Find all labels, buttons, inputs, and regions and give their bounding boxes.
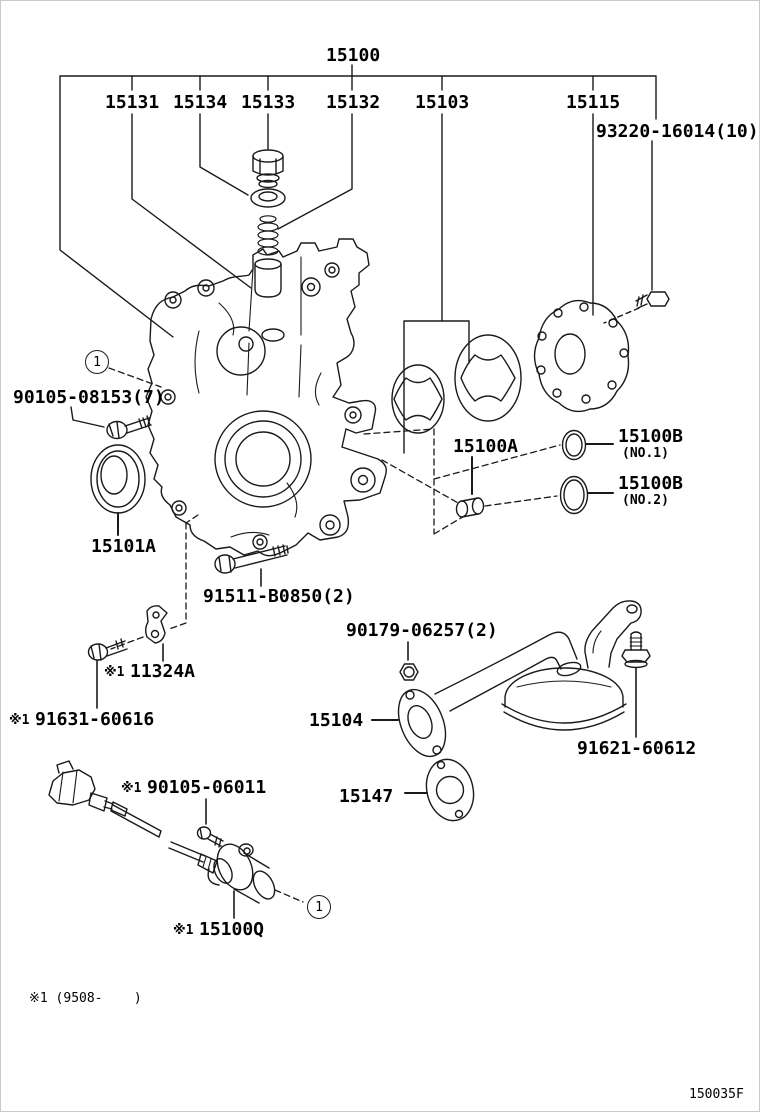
label-bracket-bolt-prefix: ※1	[9, 713, 30, 728]
label-sensor-bolt: 90105-06011	[147, 777, 267, 798]
label-bracket: 11324A	[130, 661, 196, 682]
callout-1-bottom: 1	[307, 895, 331, 919]
label-oring-no1-variant: (NO.1)	[622, 446, 669, 461]
label-strainer-bolt: 91621-60612	[577, 738, 697, 759]
label-bracket-bolt: 91631-60616	[35, 709, 155, 730]
relief-valve-piston	[254, 258, 282, 298]
label-strainer: 15104	[309, 710, 364, 731]
label-pump-plug: 15100A	[453, 436, 519, 457]
label-oring-no2-variant: (NO.2)	[622, 493, 669, 508]
bracket-icon	[145, 605, 168, 662]
label-strainer-nut: 90179-06257(2)	[346, 620, 498, 641]
pump-plate	[533, 299, 630, 413]
sensor-icon	[48, 760, 276, 919]
oil-pump-body	[145, 238, 387, 557]
label-assembly: 15100	[326, 45, 381, 66]
oring-no2-icon	[559, 475, 614, 515]
oring-no1-icon	[561, 429, 614, 461]
label-cover-bolt: 90105-08153(7)	[13, 387, 165, 408]
label-sensor-bolt-prefix: ※1	[121, 781, 142, 796]
label-15132: 15132	[326, 92, 381, 113]
label-sensor: 15100Q	[199, 919, 265, 940]
callout-1-top: 1	[85, 350, 109, 374]
pump-rotor-set	[454, 334, 522, 422]
label-oring-no2: 15100B	[618, 473, 684, 494]
strainer-nut-icon	[399, 641, 419, 681]
relief-valve-spring	[257, 215, 279, 256]
assembly-dashed-lines	[108, 367, 561, 903]
label-15103: 15103	[415, 92, 470, 113]
oil-seal-icon	[90, 444, 146, 536]
long-bolt-icon	[214, 544, 289, 587]
label-long-bolt: 91511-B0850(2)	[203, 586, 355, 607]
gasket-icon	[404, 758, 475, 822]
label-15115: 15115	[566, 92, 621, 113]
label-15134: 15134	[173, 92, 228, 113]
label-bracket-prefix: ※1	[104, 665, 125, 680]
label-gasket: 15147	[339, 786, 394, 807]
label-15133: 15133	[241, 92, 296, 113]
label-oring-no1: 15100B	[618, 426, 684, 447]
footnote: ※1 (9508- )	[29, 991, 142, 1006]
label-15131: 15131	[105, 92, 160, 113]
relief-valve-washer	[250, 188, 286, 208]
relief-valve-plug	[252, 149, 284, 189]
pump-plug-icon	[455, 456, 485, 518]
plate-bolt-icon	[635, 291, 670, 309]
cover-bolt-icon	[70, 406, 152, 440]
label-sensor-prefix: ※1	[173, 923, 194, 938]
sensor-bolt-icon	[196, 798, 224, 848]
strainer-icon	[371, 600, 642, 758]
label-plate-bolt: 93220-16014(10)	[596, 121, 759, 142]
strainer-bolt-icon	[621, 631, 651, 738]
figure-code: 150035F	[689, 1087, 744, 1102]
label-oil-seal: 15101A	[91, 536, 157, 557]
bracket-bolt-icon	[87, 638, 128, 709]
pump-rotor-outer	[391, 364, 445, 434]
